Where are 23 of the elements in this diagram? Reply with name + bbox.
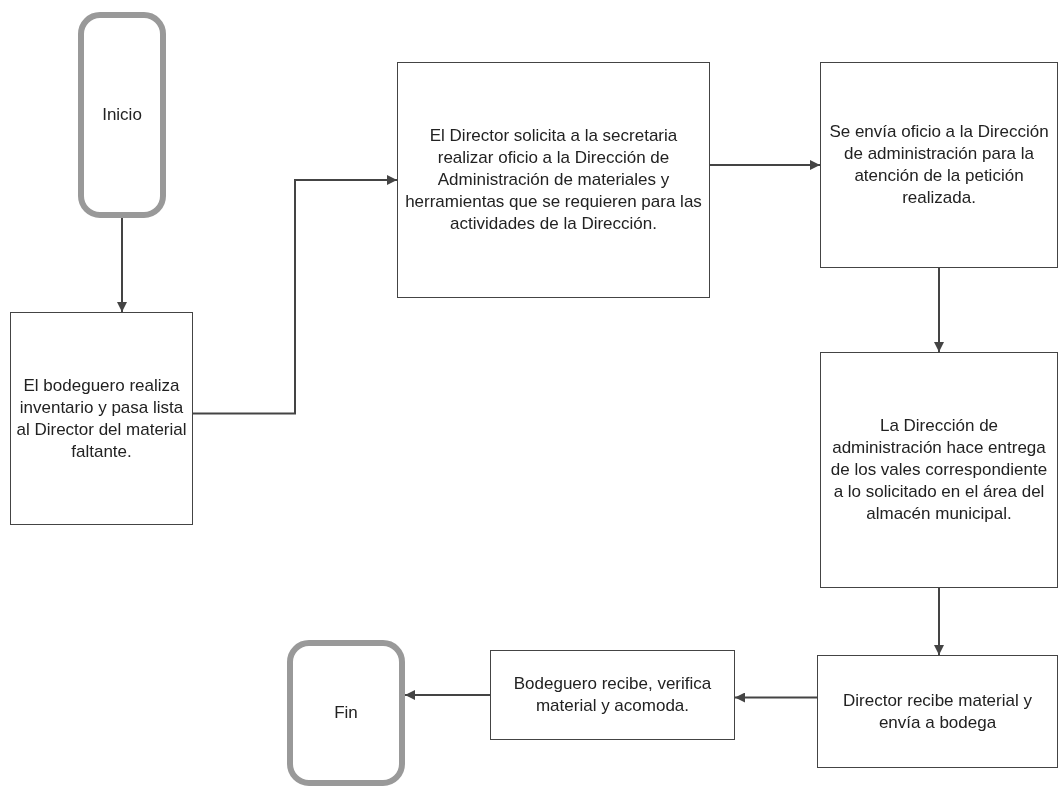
arrow (734, 692, 818, 703)
process-box (10, 312, 193, 525)
step-text: Director recibe material y envía a bodega (842, 689, 1033, 734)
process-box (820, 352, 1058, 588)
step-text: Bodeguero recibe, verifica material y acomoda. (512, 673, 713, 717)
process-box (490, 650, 735, 740)
process-box (397, 62, 710, 298)
step-text: El bodeguero realiza inventario y pasa lista al Director del material faltante. (15, 374, 188, 463)
terminal-box (287, 640, 405, 786)
arrow (934, 587, 944, 656)
step-text: Se envía oficio a la Dirección de administración para la atención de la petición realizada. (828, 121, 1050, 209)
arrow (709, 160, 821, 170)
arrow (404, 690, 491, 700)
process-box (817, 655, 1058, 768)
step-text: El Director solicita a la secretaria realizar oficio a la Dirección de Administración de materiales y herramientas que se requieren para las actividades de la Dirección. (404, 125, 703, 235)
terminal-box (78, 12, 166, 218)
arrow (192, 175, 398, 415)
process-box (820, 62, 1058, 268)
arrow (934, 267, 944, 353)
step-text: La Dirección de administración hace entrega de los vales correspondiente a lo solicitado en el área del almacén municipal. (829, 415, 1049, 525)
step-text: Fin (333, 702, 359, 724)
step-text: Inicio (101, 104, 143, 126)
arrow (117, 217, 127, 313)
